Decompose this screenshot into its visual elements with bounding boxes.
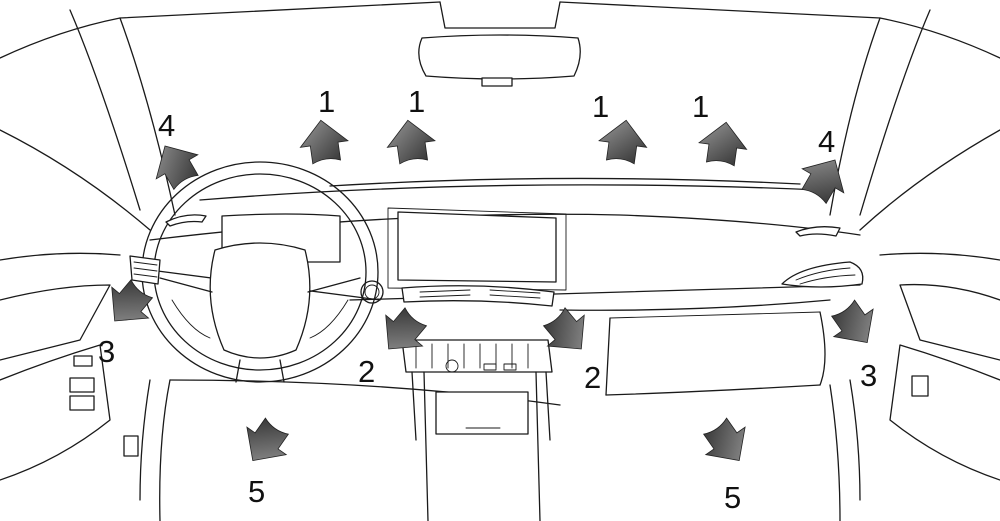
- right-defrost-vent: [795, 226, 841, 237]
- label-windshield-3: 1: [592, 89, 609, 124]
- label-side-vent-left: 3: [98, 334, 115, 369]
- windshield-airflow-arrow: [696, 118, 751, 168]
- side-window-airflow-arrow: [143, 133, 208, 195]
- right-side-vent: [781, 261, 864, 288]
- windshield-airflow-arrow: [383, 116, 438, 166]
- label-side-vent-right: 3: [860, 358, 877, 393]
- side-pillars: [0, 129, 1000, 261]
- label-windshield-1: 1: [318, 84, 335, 119]
- right-door: [829, 283, 1000, 521]
- steering-wheel: [141, 161, 379, 383]
- windshield-airflow-arrow: [296, 116, 351, 166]
- label-windshield-2: 1: [408, 84, 425, 119]
- windshield-airflow-arrow: [596, 116, 651, 166]
- rearview-mirror: [418, 34, 581, 87]
- start-button: [360, 280, 384, 304]
- left-door: [0, 284, 171, 521]
- label-side-window-right: 4: [818, 124, 835, 159]
- left-side-vent: [129, 255, 161, 285]
- center-vents: [401, 285, 555, 307]
- footwell-airflow-arrow: [695, 412, 760, 475]
- left-defrost-vent: [165, 214, 207, 227]
- center-vent-airflow-arrow: [369, 300, 435, 365]
- footwell-airflow-arrow: [232, 412, 297, 475]
- label-side-window-left: 4: [158, 108, 175, 143]
- label-windshield-4: 1: [692, 89, 709, 124]
- side-vent-airflow-arrow: [823, 294, 888, 357]
- center-console: [401, 339, 553, 521]
- label-center-vent-right: 2: [584, 360, 601, 395]
- label-footwell-right: 5: [724, 480, 741, 515]
- infotainment-screen: [387, 207, 567, 291]
- label-footwell-left: 5: [248, 474, 265, 509]
- label-center-vent-left: 2: [358, 354, 375, 389]
- windshield-frame: [0, 1, 1000, 216]
